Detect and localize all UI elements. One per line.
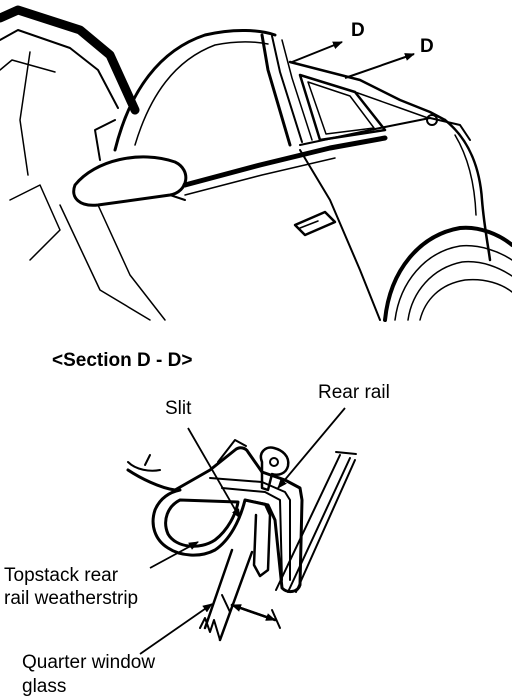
- rear-rail-clip: [259, 446, 290, 492]
- glass-label-line1: Quarter window: [22, 652, 156, 673]
- windshield-frame: [0, 5, 140, 115]
- beltline: [182, 135, 388, 188]
- weatherstrip-label-line2: rail weatherstrip: [4, 588, 139, 609]
- soft-top: [113, 28, 277, 152]
- wheel-arch: [383, 225, 512, 322]
- section-detail: [126, 439, 357, 642]
- door-rear-edge: [299, 149, 381, 321]
- rear-rail-leader: [277, 407, 346, 489]
- rear-fender: [443, 118, 492, 262]
- roll-bar: [260, 33, 292, 147]
- slit-leader: [187, 427, 241, 519]
- glass-label-line2: glass: [22, 676, 67, 697]
- door-handle: [293, 210, 337, 237]
- callout-d-upper: D: [351, 20, 365, 41]
- weatherstrip-profile: [126, 446, 304, 594]
- door-front-edge: [9, 184, 61, 261]
- callout-arrow-lower: [344, 53, 415, 79]
- rear-rail-label: Rear rail: [318, 382, 390, 403]
- section-callout: [291, 41, 415, 79]
- weatherstrip-leader: [149, 541, 199, 569]
- car-illustration: [0, 5, 512, 322]
- quarter-window: [298, 73, 387, 142]
- rear-deck: [288, 60, 447, 122]
- slit-label: Slit: [165, 398, 192, 419]
- rear-rail: [275, 454, 341, 591]
- section-title: <Section D - D>: [52, 350, 193, 371]
- callout-d-lower: D: [420, 36, 434, 57]
- glass-leader: [139, 603, 213, 655]
- leader-lines: [139, 407, 346, 655]
- weatherstrip-label-line1: Topstack rear: [4, 565, 119, 586]
- callout-arrow-upper: [291, 41, 343, 63]
- quarter-window-glass: [203, 548, 234, 630]
- side-mirror: [72, 155, 188, 207]
